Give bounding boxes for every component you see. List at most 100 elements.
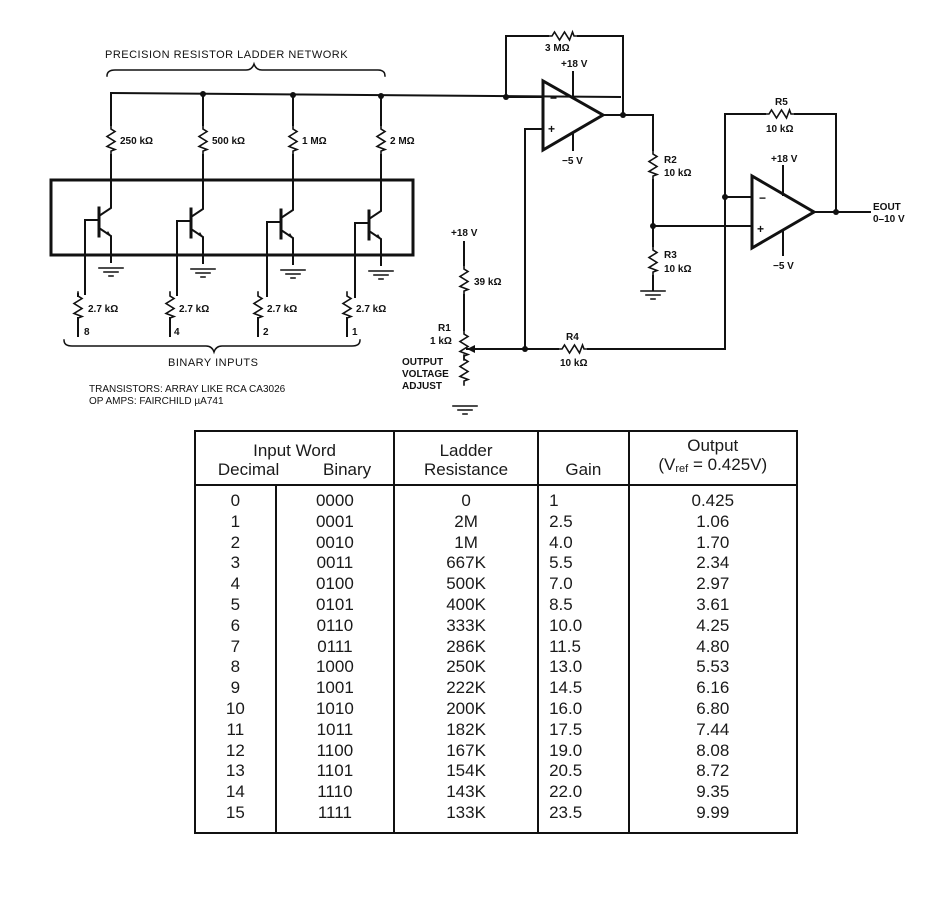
cell-output: 6.16: [627, 678, 797, 699]
binary-inputs-label: BINARY INPUTS: [168, 357, 258, 369]
cell-resistance: 182K: [393, 719, 539, 741]
cell-decimal: 0: [230, 491, 241, 510]
svg-text:10 kΩ: 10 kΩ: [560, 358, 587, 369]
cell-resistance: 133K: [393, 802, 539, 833]
ladder-brace: [106, 61, 386, 77]
cell-gain: 4.0: [537, 532, 629, 554]
cell-output: 7.44: [627, 719, 797, 741]
cell-gain: 7.0: [537, 574, 629, 595]
svg-text:1 MΩ: 1 MΩ: [302, 136, 327, 147]
transistor-array-box: [49, 178, 415, 257]
base-resistor-2: 2.7 kΩ 2: [253, 291, 297, 338]
svg-text:10 kΩ: 10 kΩ: [664, 168, 691, 179]
cell-gain: 1: [537, 485, 629, 512]
cell-binary: 0100: [274, 574, 395, 595]
cell-decimal: 9: [230, 678, 241, 698]
cell-decimal: 11: [226, 719, 245, 739]
cell-resistance: 500K: [393, 574, 539, 595]
cell-resistance: 154K: [393, 761, 539, 783]
cell-resistance: 1M: [393, 532, 539, 554]
svg-text:−: −: [550, 91, 557, 105]
cell-gain: 14.5: [537, 678, 629, 699]
note-op-amps: OP AMPS: FAIRCHILD µA741: [89, 396, 224, 407]
cell-gain: 16.0: [537, 698, 629, 720]
svg-text:2.7 kΩ: 2.7 kΩ: [179, 304, 209, 315]
svg-text:250 kΩ: 250 kΩ: [120, 136, 153, 147]
transistor-q2: [265, 182, 306, 298]
svg-text:2.7 kΩ: 2.7 kΩ: [356, 304, 386, 315]
ladder-resistor-500k: 500 kΩ: [198, 93, 245, 184]
svg-text:39 kΩ: 39 kΩ: [474, 277, 501, 288]
header-ladder-resistance: Ladder Resistance: [393, 431, 539, 486]
cell-binary: 0101: [274, 594, 395, 616]
header-decimal: Decimal: [217, 460, 280, 479]
cell-binary: 0111: [274, 636, 395, 658]
cell-gain: 19.0: [537, 740, 629, 762]
cell-output: 9.99: [627, 802, 797, 833]
table-header-row: Input Word Decimal Binary Ladder Resista…: [195, 431, 797, 486]
resistor-r3: R3 10 kΩ: [640, 225, 691, 300]
cell-decimal: 10: [225, 698, 245, 718]
transistor-q4: [175, 181, 216, 297]
input-weight-2: 2: [263, 327, 269, 338]
cell-gain: 8.5: [537, 594, 629, 616]
svg-text:+18 V: +18 V: [561, 59, 588, 70]
cell-output: 1.70: [627, 532, 797, 554]
svg-text:−: −: [759, 191, 766, 205]
header-gain: Gain: [537, 431, 629, 486]
svg-text:R5: R5: [775, 97, 788, 108]
dac-schematic: PRECISION RESISTOR LADDER NETWORK 250 kΩ…: [49, 31, 905, 415]
op-amp-1: 3 MΩ +18 V −5 V − +: [505, 31, 654, 350]
cell-decimal: 4: [230, 574, 241, 594]
cell-gain: 22.0: [537, 782, 629, 803]
cell-gain: 23.5: [537, 802, 629, 833]
cell-binary: 0000: [274, 485, 395, 512]
cell-resistance: 333K: [393, 615, 539, 637]
op-amp-2: R5 10 kΩ +18 V −5 V − + EOUT 0–10 V: [652, 97, 905, 350]
svg-text:+: +: [548, 122, 555, 136]
cell-binary: 1011: [274, 719, 395, 741]
ladder-title: PRECISION RESISTOR LADDER NETWORK: [105, 49, 348, 61]
cell-output: 4.80: [627, 636, 797, 658]
cell-resistance: 286K: [393, 636, 539, 658]
cell-decimal: 12: [225, 740, 245, 760]
output-range: 0–10 V: [873, 214, 905, 225]
svg-text:2.7 kΩ: 2.7 kΩ: [267, 304, 297, 315]
cell-binary: 0110: [274, 615, 395, 637]
adjust-label-3: ADJUST: [402, 381, 442, 392]
cell-gain: 20.5: [537, 761, 629, 783]
cell-decimal: 8: [230, 657, 241, 677]
svg-text:10 kΩ: 10 kΩ: [766, 124, 793, 135]
cell-resistance: 200K: [393, 698, 539, 720]
cell-decimal: 1: [230, 511, 241, 531]
op-amp-1-feedback-label: 3 MΩ: [545, 43, 570, 54]
resistor-r2: R2 10 kΩ: [648, 149, 691, 227]
svg-text:+18 V: +18 V: [451, 228, 478, 239]
ladder-resistor-2m: 2 MΩ: [376, 95, 415, 184]
cell-binary: 1101: [274, 761, 395, 783]
note-transistors: TRANSISTORS: ARRAY LIKE RCA CA3026: [89, 384, 286, 395]
cell-output: 8.72: [627, 761, 797, 783]
potentiometer-r1: R1 1 kΩ OUTPUT VOLTAGE ADJUST: [402, 323, 478, 415]
cell-output: 9.35: [627, 782, 797, 803]
adjust-label-2: VOLTAGE: [402, 369, 449, 380]
cell-output: 4.25: [627, 615, 797, 637]
input-weight-4: 4: [174, 327, 180, 338]
cell-gain: 11.5: [537, 636, 629, 658]
dac-truth-table: Input Word Decimal Binary Ladder Resista…: [194, 430, 798, 834]
svg-text:R2: R2: [664, 155, 677, 166]
transistor-q8: [83, 180, 124, 296]
header-binary: Binary: [322, 460, 372, 479]
svg-text:10 kΩ: 10 kΩ: [664, 264, 691, 275]
